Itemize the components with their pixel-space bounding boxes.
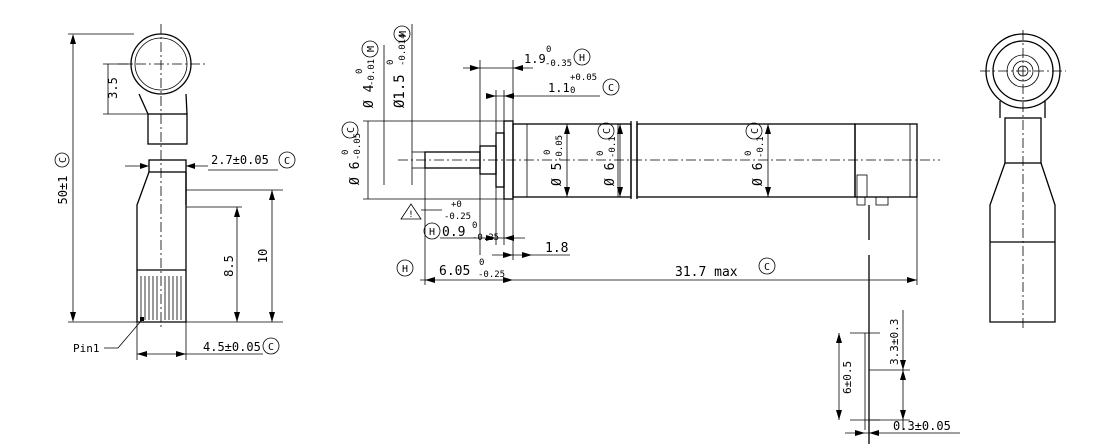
svg-text:-0.01: -0.01 [367, 59, 377, 86]
svg-text:C: C [346, 127, 357, 133]
svg-text:1.9: 1.9 [524, 52, 546, 66]
svg-text:6±0.5: 6±0.5 [841, 361, 854, 394]
svg-text:+0: +0 [451, 200, 462, 210]
svg-text:-0.1: -0.1 [756, 136, 766, 158]
pin-dimension-c: C [284, 156, 290, 167]
svg-text:C: C [764, 262, 770, 273]
dim09-callout: ! +0 -0.25 H 0.9 0 -0.25 [400, 187, 525, 245]
dim-10-label: 10 [256, 249, 270, 263]
svg-text:6.05: 6.05 [439, 264, 470, 279]
dia6a-callout: Ø 6 0 -0.05 C [341, 120, 504, 200]
svg-text:0: 0 [472, 221, 477, 231]
svg-text:C: C [750, 128, 761, 134]
svg-text:0: 0 [479, 258, 484, 268]
length-max-label: 31.7 max [675, 265, 738, 280]
right-view [980, 30, 1066, 328]
svg-text:C: C [608, 83, 614, 94]
svg-text:Ø1.5: Ø1.5 [392, 74, 408, 108]
total-length-label: 50±1 [56, 176, 70, 205]
svg-text:0: 0 [546, 45, 551, 55]
svg-text:Ø 6: Ø 6 [348, 162, 363, 185]
svg-text:H: H [579, 53, 585, 64]
svg-text:0: 0 [744, 151, 754, 156]
connector-ribs [140, 276, 182, 320]
svg-text:-0.25: -0.25 [472, 233, 499, 243]
dia6c-callout: Ø 6 0 -0.1 C [744, 122, 771, 197]
width-label: 4.5±0.05 [203, 340, 261, 354]
svg-text:C: C [602, 128, 613, 134]
width-c: C [268, 342, 274, 353]
svg-text:M: M [366, 46, 377, 52]
dim-8-5-label: 8.5 [222, 255, 236, 277]
lead-dims: 6±0.5 3.3±0.3 0.3±0.05 [836, 310, 960, 436]
cap-height-label: 3.5 [106, 77, 120, 99]
dim11-callout: 1.1 +0.05 0 C [486, 73, 620, 133]
svg-text:1.1: 1.1 [548, 81, 570, 95]
dia6b-callout: Ø 6 0 -0.1 C [596, 122, 623, 197]
svg-text:-0.1: -0.1 [608, 136, 618, 158]
svg-text:-0.05: -0.05 [555, 135, 565, 162]
svg-text:Ø 6: Ø 6 [603, 163, 618, 186]
svg-text:0: 0 [596, 151, 606, 156]
svg-text:Ø 4: Ø 4 [362, 84, 377, 108]
svg-text:0: 0 [341, 150, 351, 155]
left-view: 3.5 50±1 C 2.7±0.05 C 8.5 10 Pin1 [54, 24, 296, 360]
svg-text:0: 0 [543, 150, 553, 155]
pin1-label: Pin1 [73, 342, 100, 355]
dim18-callout: 1.8 [479, 174, 570, 260]
svg-text:H: H [402, 264, 408, 275]
dia5-callout: Ø 5 0 -0.05 [543, 124, 570, 197]
svg-text:-0.014: -0.014 [398, 33, 408, 66]
svg-text:-0.05: -0.05 [353, 133, 363, 160]
svg-text:-0.25: -0.25 [444, 212, 471, 222]
svg-text:3.3±0.3: 3.3±0.3 [888, 319, 901, 365]
svg-text:0: 0 [386, 60, 396, 65]
svg-text:0.9: 0.9 [442, 225, 465, 240]
svg-text:1.8: 1.8 [545, 241, 568, 256]
svg-text:Ø 6: Ø 6 [751, 163, 766, 186]
svg-text:0.3±0.05: 0.3±0.05 [893, 419, 951, 433]
svg-text:0: 0 [355, 69, 365, 74]
dim19-callout: 1.9 0 -0.35 H [463, 45, 591, 146]
dia15-callout: Ø1.5 0 -0.014 M [386, 24, 425, 185]
total-length-c: C [58, 157, 69, 163]
svg-text:!: ! [408, 210, 413, 220]
svg-text:0: 0 [570, 86, 575, 96]
pin-dimension-label: 2.7±0.05 [211, 153, 269, 167]
svg-text:Ø 5: Ø 5 [550, 163, 565, 186]
svg-text:M: M [398, 31, 409, 37]
svg-text:+0.05: +0.05 [570, 73, 597, 83]
svg-text:-0.25: -0.25 [478, 270, 505, 280]
dim605-callout: H 6.05 0 -0.25 31.7 max C [396, 168, 918, 285]
middle-view: Ø 4 0 -0.01 M Ø1.5 0 -0.014 M Ø 6 0 -0.0… [341, 24, 960, 444]
svg-text:-0.35: -0.35 [545, 59, 572, 69]
svg-text:H: H [429, 227, 435, 238]
dia4-callout: Ø 4 0 -0.01 M [355, 40, 385, 185]
